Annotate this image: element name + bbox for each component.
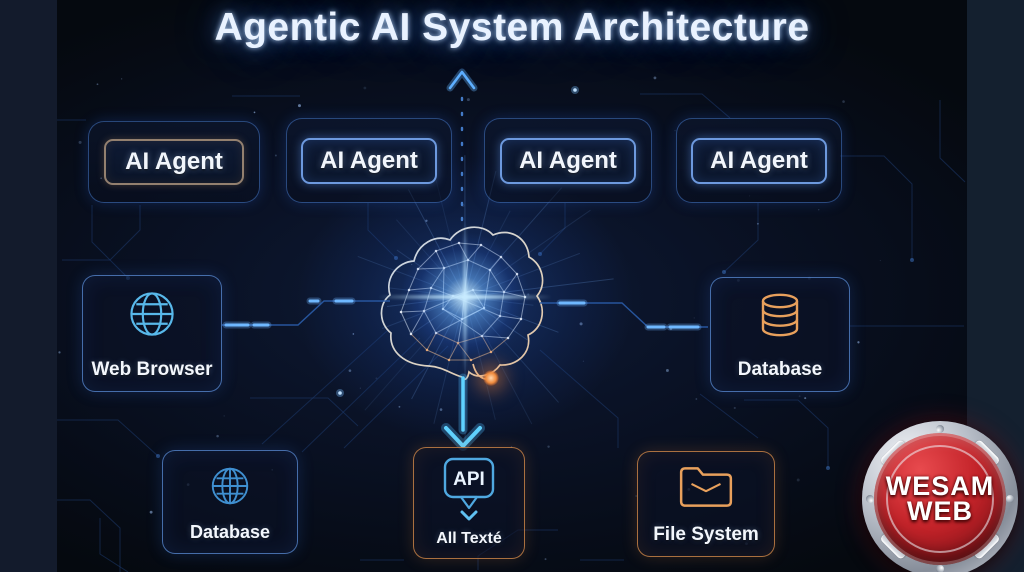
- ai-agent-inner-2: AI Agent: [301, 137, 437, 184]
- logo-inner-rim: [886, 445, 994, 553]
- logo-text: WESAM WEB: [862, 421, 1018, 572]
- web-browser-box: Web Browser: [82, 275, 222, 392]
- database-right-box: Database: [710, 277, 850, 392]
- ai-agent-box-2: AI Agent: [286, 118, 452, 203]
- logo-line1: WESAM: [885, 471, 995, 502]
- api-bubble-text: API: [453, 469, 485, 490]
- ai-agent-label: AI Agent: [519, 146, 617, 174]
- file-system-box: File System: [637, 451, 775, 557]
- database-right-label: Database: [737, 359, 823, 380]
- ai-agent-inner-1: AI Agent: [104, 139, 244, 185]
- ai-agent-inner-4: AI Agent: [691, 137, 827, 184]
- web-browser-label: Web Browser: [91, 359, 213, 380]
- api-box: API All Texté: [413, 447, 525, 559]
- page-title: Agentic AI System Architecture: [214, 6, 810, 49]
- wesam-web-logo: WESAM WEB: [862, 421, 1018, 572]
- left-connector: [222, 300, 390, 326]
- folder-icon: [679, 467, 733, 507]
- database-cylinder-icon: [761, 293, 799, 337]
- file-system-label: File System: [653, 524, 759, 545]
- globe-grid-icon: [211, 467, 249, 505]
- database-bottom-label: Database: [189, 522, 271, 542]
- brain-stem-glow-dot: [483, 370, 499, 386]
- globe-icon: [130, 292, 174, 336]
- database-bottom-box: Database: [162, 450, 298, 554]
- ai-agent-box-3: AI Agent: [484, 118, 652, 203]
- ai-agent-box-1: AI Agent: [88, 121, 260, 203]
- api-speech-bubble-icon: API: [443, 457, 495, 521]
- api-label: All Texté: [436, 530, 502, 547]
- ai-agent-box-4: AI Agent: [676, 118, 842, 203]
- left-border-strip: [0, 0, 57, 572]
- right-connector: [540, 302, 708, 328]
- ai-agent-label: AI Agent: [125, 148, 223, 175]
- logo-screw: [1006, 495, 1014, 503]
- ai-agent-inner-3: AI Agent: [499, 137, 637, 184]
- down-arrow-icon: [441, 373, 485, 451]
- up-arrow-icon: [446, 68, 478, 92]
- ai-agent-label: AI Agent: [710, 146, 808, 174]
- ai-agent-label: AI Agent: [320, 146, 418, 174]
- logo-line2: WEB: [907, 496, 973, 526]
- flare-vertical: [463, 222, 467, 372]
